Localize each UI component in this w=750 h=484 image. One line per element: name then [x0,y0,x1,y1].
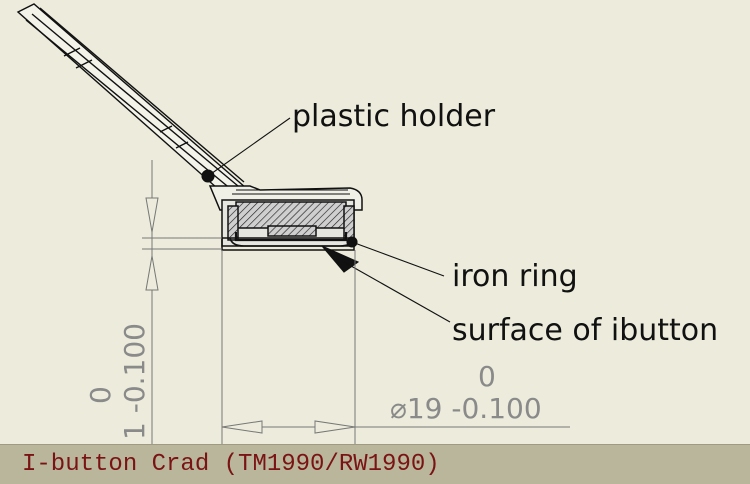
caption-text: I-button Crad (TM1990/RW1990) [22,451,440,478]
height-dimension [142,160,222,444]
holder-handle [16,3,248,197]
height-upper-value: 0 [84,386,117,404]
cad-drawing: plastic holder iron ring surface of ibut… [16,3,718,444]
ibutton-body [221,199,355,251]
diameter-upper-value: 0 [478,360,496,393]
plastic-holder-label: plastic holder [292,99,496,134]
iron-ring-label: iron ring [452,259,578,294]
height-lower-value: 1 -0.100 [118,323,151,440]
callout-leaders [201,117,451,323]
caption-bar: I-button Crad (TM1990/RW1990) [0,444,750,484]
diameter-dimension [221,250,570,444]
surface-label: surface of ibutton [452,313,718,348]
diameter-lower-value: ⌀19 -0.100 [390,392,542,425]
